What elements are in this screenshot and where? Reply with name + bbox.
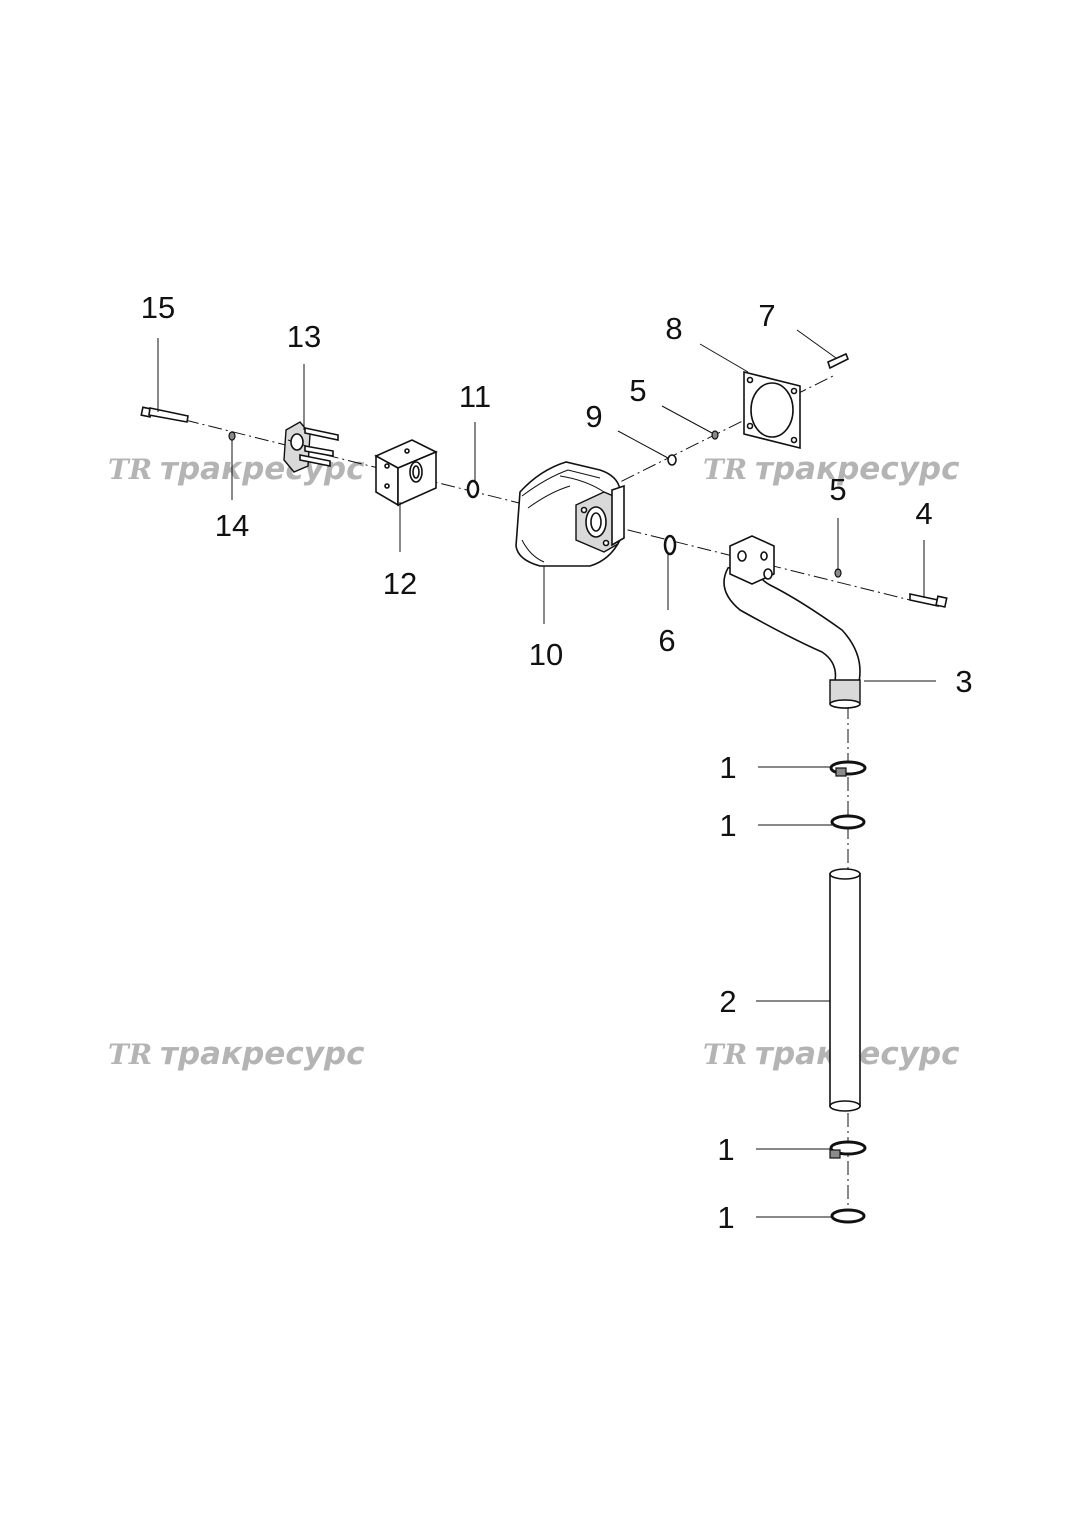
callout-1-a: 1: [719, 750, 736, 785]
callout-2: 2: [719, 984, 736, 1019]
part-9-sleeve: [667, 454, 677, 466]
callout-1-d: 1: [717, 1200, 734, 1235]
watermark-top-left: TR тракресурс: [108, 451, 365, 487]
callout-10: 10: [529, 637, 563, 672]
callout-3: 3: [955, 664, 972, 699]
part-13-stud-bracket: [283, 421, 339, 473]
callout-9: 9: [585, 399, 602, 434]
part-3-suction-pipe: [723, 535, 861, 709]
callout-12: 12: [383, 566, 417, 601]
part-10-hydraulic-pump: [515, 461, 625, 567]
callout-4: 4: [915, 496, 932, 531]
callout-labels: 15 13 11 8 7 5 9 5 4 14 12 10 6 3 1 1 2 …: [141, 290, 973, 1235]
watermark-logo: TR: [703, 1038, 747, 1071]
part-8-square-gasket: [743, 370, 801, 450]
callout-5-upper: 5: [629, 373, 646, 408]
callout-8: 8: [665, 311, 682, 346]
watermark-logo: TR: [703, 453, 747, 486]
part-2-hose: [829, 868, 861, 1112]
part-5-washer-lower: [834, 568, 842, 578]
callout-7: 7: [758, 298, 775, 333]
part-1-hose-clamp-d: [830, 1208, 866, 1224]
callout-15: 15: [141, 290, 175, 325]
part-6-o-ring: [663, 534, 677, 556]
watermark-text: тракресурс: [160, 451, 365, 487]
watermark-text: тракресурс: [160, 1036, 365, 1072]
part-15-long-bolt: [140, 406, 189, 423]
callout-1-b: 1: [719, 808, 736, 843]
callout-13: 13: [287, 319, 321, 354]
part-1-hose-clamp-c: [829, 1140, 867, 1159]
callout-6: 6: [658, 623, 675, 658]
leader-lines: [157, 329, 936, 1218]
part-11-o-ring: [466, 479, 480, 499]
callout-1-c: 1: [717, 1132, 734, 1167]
callout-11: 11: [459, 379, 491, 414]
callout-14: 14: [215, 508, 249, 543]
watermark-logo: TR: [108, 453, 152, 486]
part-7-pin: [827, 352, 850, 370]
watermark-top-right: TR тракресурс: [703, 451, 960, 487]
watermark-logo: TR: [108, 1038, 152, 1071]
callout-5-lower: 5: [829, 472, 846, 507]
part-14-washer: [228, 431, 236, 441]
watermark-text: тракресурс: [755, 451, 960, 487]
part-12-block-adapter: [374, 439, 438, 507]
part-4-bolt: [909, 593, 948, 608]
part-5-washer-upper: [711, 430, 719, 440]
watermark-bottom-left: TR тракресурс: [108, 1036, 365, 1072]
part-1-hose-clamp-a: [829, 760, 867, 777]
part-1-hose-clamp-b: [830, 814, 866, 830]
